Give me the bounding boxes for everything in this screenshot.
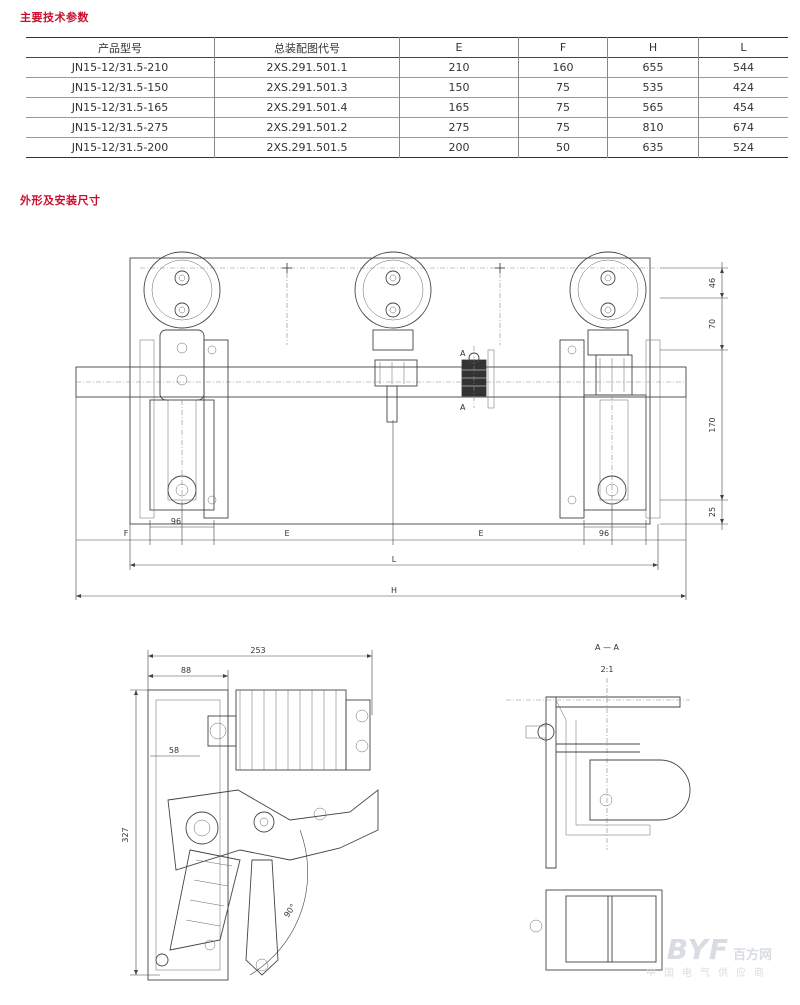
dim-96-left-label: 96 — [171, 517, 181, 526]
table-cell: 810 — [607, 117, 699, 138]
table-row: JN15-12/31.5-150 2XS.291.501.3 150 75 53… — [26, 77, 788, 98]
dim-170-label: 170 — [708, 417, 717, 432]
column-header: H — [607, 37, 699, 58]
table-cell: 200 — [399, 137, 519, 158]
table-row: JN15-12/31.5-210 2XS.291.501.1 210 160 6… — [26, 57, 788, 78]
table-cell: JN15-12/31.5-210 — [71, 61, 169, 74]
watermark-logo: BYF — [666, 933, 729, 966]
table-cell: 635 — [607, 137, 699, 158]
frame-outline — [129, 257, 651, 525]
table-cell: JN15-12/31.5-165 — [71, 101, 169, 114]
table-cell: 75 — [518, 117, 608, 138]
table-cell: 674 — [698, 117, 788, 138]
dimensions-heading: 外形及安装尺寸 — [20, 194, 101, 207]
table-row: JN15-12/31.5-165 2XS.291.501.4 165 75 56… — [26, 97, 788, 118]
table-cell: 2XS.291.501.5 — [214, 137, 400, 158]
table-cell: 210 — [399, 57, 519, 78]
section-mark-top: A — [460, 349, 466, 358]
watermark-logo-cn: 百方网 — [732, 948, 772, 963]
table-cell: JN15-12/31.5-150 — [71, 81, 169, 94]
section-mark-bottom: A — [460, 403, 466, 412]
table-cell: 160 — [518, 57, 608, 78]
dim-46-label: 46 — [708, 278, 717, 288]
right-insulator — [559, 251, 661, 519]
table-cell: 535 — [607, 77, 699, 98]
operating-mechanism — [155, 789, 379, 976]
table-row: JN15-12/31.5-200 2XS.291.501.5 200 50 63… — [26, 137, 788, 158]
table-cell: 50 — [518, 137, 608, 158]
table-cell: 2XS.291.501.4 — [214, 97, 400, 118]
column-header: F — [518, 37, 608, 58]
specs-heading: 主要技术参数 — [20, 11, 89, 24]
watermark-subtitle: 中国电气供应商 — [646, 968, 772, 979]
table-cell: 2XS.291.501.3 — [214, 77, 400, 98]
table-cell: 424 — [698, 77, 788, 98]
section-scale: 2:1 — [601, 665, 614, 674]
section-view: A — A 2:1 — [506, 643, 691, 971]
table-cell: JN15-12/31.5-275 — [71, 121, 169, 134]
column-header: L — [698, 37, 788, 58]
spec-table: 产品型号 总装配图代号 E F H L JN15-12/31.5-210 2XS… — [26, 37, 788, 158]
left-insulator — [139, 251, 229, 519]
table-cell: 655 — [607, 57, 699, 78]
table-cell: 565 — [607, 97, 699, 118]
table-cell: 2XS.291.501.2 — [214, 117, 400, 138]
front-view: 46 70 170 25 A A — [75, 251, 728, 600]
table-cell: 524 — [698, 137, 788, 158]
dim-327-label: 327 — [121, 827, 130, 842]
dim-70-label: 70 — [708, 319, 717, 329]
table-cell: 165 — [399, 97, 519, 118]
dim-l-label: L — [392, 555, 397, 564]
dim-88-label: 88 — [181, 666, 191, 675]
table-cell: 75 — [518, 77, 608, 98]
angle-label: 90° — [282, 902, 298, 919]
shaft-coupling — [461, 346, 495, 409]
dim-25-label: 25 — [708, 507, 717, 517]
side-view: 253 88 327 58 — [121, 646, 379, 981]
table-cell: 544 — [698, 57, 788, 78]
dim-e2-label: E — [478, 529, 483, 538]
dim-e1-label: E — [284, 529, 289, 538]
section-title: A — A — [595, 643, 620, 652]
table-header-row: 产品型号 总装配图代号 E F H L — [26, 37, 788, 58]
table-cell: 150 — [399, 77, 519, 98]
dim-f-label: F — [124, 529, 129, 538]
dim-58-label: 58 — [169, 746, 179, 755]
table-cell: 454 — [698, 97, 788, 118]
table-cell: 275 — [399, 117, 519, 138]
bellows — [207, 689, 371, 771]
column-header: E — [399, 37, 519, 58]
dim-253-label: 253 — [250, 646, 265, 655]
column-header: 总装配图代号 — [214, 37, 400, 58]
table-row: JN15-12/31.5-275 2XS.291.501.2 275 75 81… — [26, 117, 788, 138]
middle-insulator — [354, 251, 432, 423]
dim-96-right-label: 96 — [599, 529, 609, 538]
center-marks — [282, 263, 505, 345]
column-header: 产品型号 — [98, 41, 142, 55]
table-cell: 2XS.291.501.1 — [214, 57, 400, 78]
dim-h-label: H — [391, 586, 397, 595]
right-dimensions — [660, 262, 728, 530]
table-cell: JN15-12/31.5-200 — [71, 141, 169, 154]
table-cell: 75 — [518, 97, 608, 118]
bottom-dimensions — [75, 397, 687, 600]
